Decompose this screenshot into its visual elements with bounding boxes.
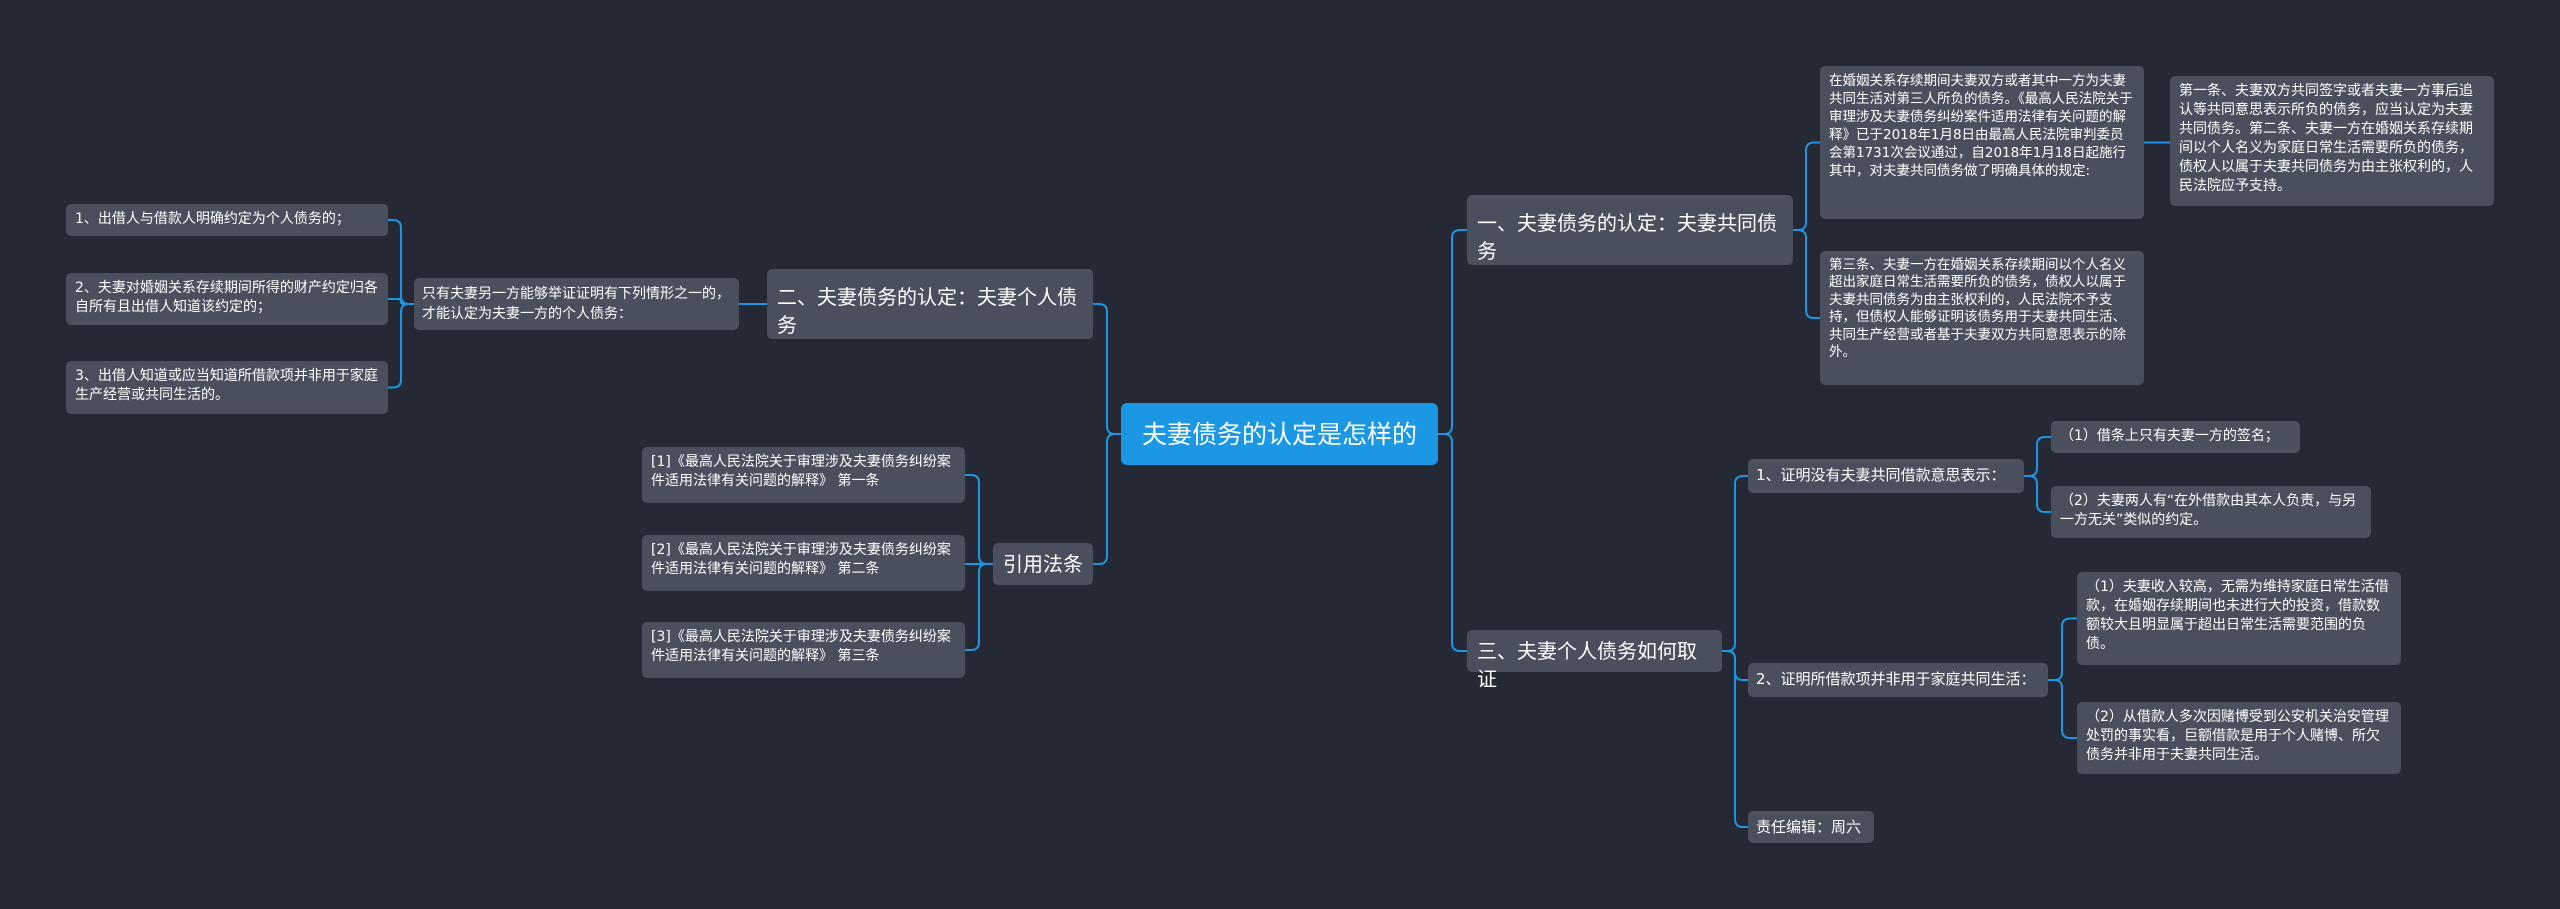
responsible-editor[interactable]: 责任编辑：周六	[1748, 811, 1874, 843]
personal-debt-item-1[interactable]: 1、出借人与借款人明确约定为个人债务的；	[66, 204, 388, 236]
joint-debt-definition[interactable]: 在婚姻关系存续期间夫妻双方或者其中一方为夫妻共同生活对第三人所负的债务。《最高人…	[1820, 66, 2144, 219]
branch-personal-debt[interactable]: 二、夫妻债务的认定：夫妻个人债务	[767, 269, 1093, 339]
link-root-topic-to-branch-personal-debt	[1093, 303, 1121, 435]
link-branch-joint-debt-to-joint-debt-definition	[1793, 141, 1820, 231]
link-proof-not-family-use-to-proof2-item-high-income	[2048, 617, 2077, 681]
citation-2[interactable]: [2]《最高人民法院关于审理涉及夫妻债务纠纷案件适用法律有关问题的解释》 第二条	[642, 535, 965, 591]
link-proof-no-joint-intent-to-proof1-item-signature	[2024, 436, 2051, 477]
link-personal-debt-condition-to-personal-debt-item-2	[388, 298, 414, 305]
proof1-item-signature[interactable]: （1）借条上只有夫妻一方的签名；	[2051, 421, 2300, 453]
link-personal-debt-condition-to-personal-debt-item-3	[388, 303, 414, 389]
proof2-item-gambling[interactable]: （2）从借款人多次因赌博受到公安机关治安管理处罚的事实看，巨额借款是用于个人赌博…	[2077, 702, 2401, 774]
proof-not-family-use[interactable]: 2、证明所借款项并非用于家庭共同生活：	[1748, 663, 2048, 697]
link-root-topic-to-branch-joint-debt	[1438, 229, 1467, 435]
joint-debt-articles-1-2[interactable]: 第一条、夫妻双方共同签字或者夫妻一方事后追认等共同意思表示所负的债务，应当认定为…	[2170, 76, 2494, 206]
citation-3[interactable]: [3]《最高人民法院关于审理涉及夫妻债务纠纷案件适用法律有关问题的解释》 第三条	[642, 622, 965, 678]
link-branch-personal-debt-evidence-to-proof-no-joint-intent	[1722, 475, 1748, 652]
proof-no-joint-intent[interactable]: 1、证明没有夫妻共同借款意思表示：	[1748, 459, 2024, 493]
joint-debt-article-3[interactable]: 第三条、夫妻一方在婚姻关系存续期间以个人名义超出家庭日常生活需要所负的债务，债权…	[1820, 251, 2144, 385]
branch-citations[interactable]: 引用法条	[993, 543, 1093, 585]
link-proof-not-family-use-to-proof2-item-gambling	[2048, 679, 2077, 739]
personal-debt-condition[interactable]: 只有夫妻另一方能够举证证明有下列情形之一的，才能认定为夫妻一方的个人债务：	[414, 278, 739, 330]
proof1-item-agreement[interactable]: （2）夫妻两人有“在外借款由其本人负责，与另一方无关”类似的约定。	[2051, 486, 2371, 538]
link-branch-joint-debt-to-joint-debt-article-3	[1793, 229, 1820, 319]
branch-personal-debt-evidence[interactable]: 三、夫妻个人债务如何取证	[1467, 630, 1722, 691]
personal-debt-item-3[interactable]: 3、出借人知道或应当知道所借款项并非用于家庭生产经营或共同生活的。	[66, 361, 388, 414]
link-personal-debt-condition-to-personal-debt-item-1	[388, 219, 414, 305]
citation-1[interactable]: [1]《最高人民法院关于审理涉及夫妻债务纠纷案件适用法律有关问题的解释》 第一条	[642, 447, 965, 503]
link-root-topic-to-branch-citations	[1093, 433, 1121, 565]
root-topic[interactable]: 夫妻债务的认定是怎样的	[1121, 403, 1438, 465]
branch-joint-debt[interactable]: 一、夫妻债务的认定：夫妻共同债务	[1467, 195, 1793, 265]
link-branch-personal-debt-evidence-to-responsible-editor	[1722, 650, 1748, 828]
link-root-topic-to-branch-personal-debt-evidence	[1438, 433, 1467, 652]
proof2-item-high-income[interactable]: （1）夫妻收入较高，无需为维持家庭日常生活借款，在婚姻存续期间也未进行大的投资，…	[2077, 572, 2401, 665]
link-proof-no-joint-intent-to-proof1-item-agreement	[2024, 475, 2051, 513]
link-branch-citations-to-citation-3	[965, 563, 993, 651]
link-branch-citations-to-citation-1	[965, 474, 993, 565]
personal-debt-item-2[interactable]: 2、夫妻对婚姻关系存续期间所得的财产约定归各自所有且出借人知道该约定的；	[66, 273, 388, 325]
